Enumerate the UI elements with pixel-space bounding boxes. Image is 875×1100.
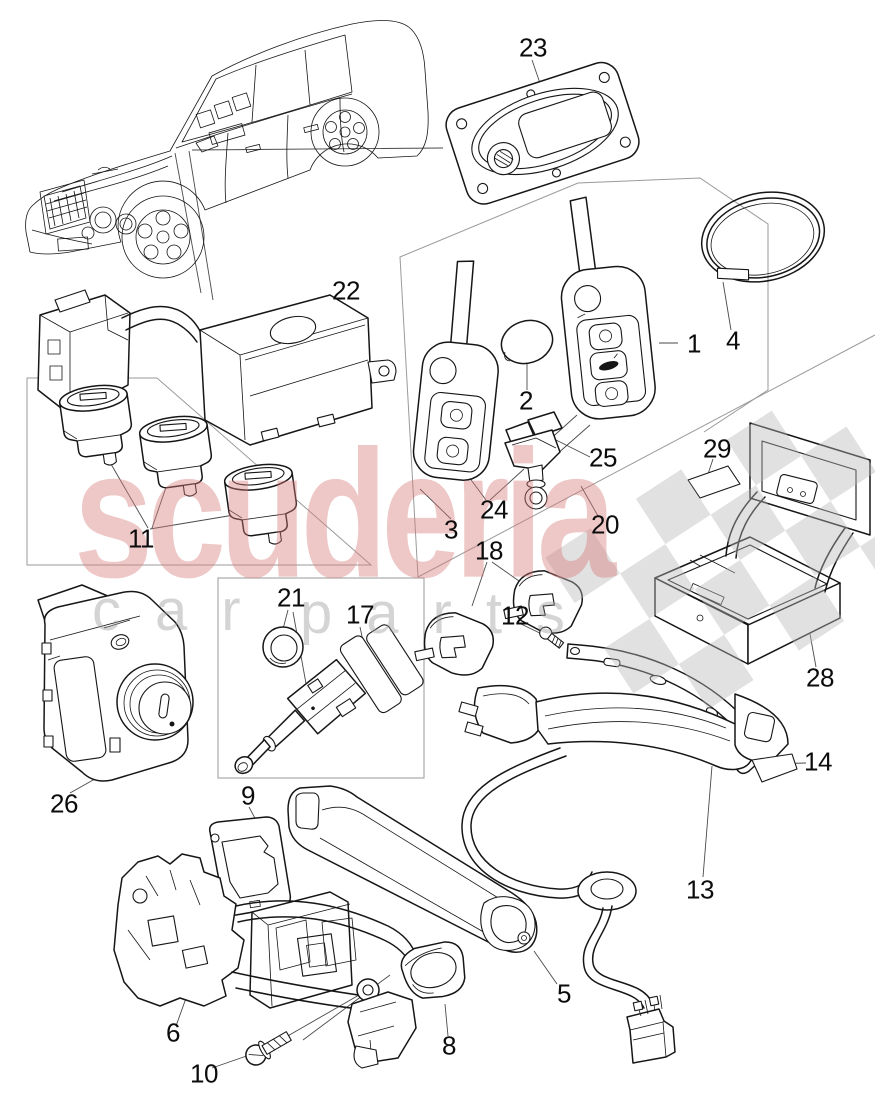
part-12-screw [539, 626, 565, 649]
part-18-end-caps [414, 570, 584, 676]
part-3-remote-key [412, 260, 499, 481]
watermark-brand-text: scuderia [74, 412, 617, 616]
part-26-lock-module [37, 584, 194, 782]
callout-21: 21 [277, 582, 305, 613]
callout-4: 4 [726, 325, 740, 356]
callout-28: 28 [806, 662, 834, 693]
part-1-remote-key [560, 196, 656, 420]
watermark-word-parts: parts [300, 581, 599, 646]
callout-18: 18 [475, 535, 503, 566]
callout-3: 3 [444, 514, 458, 545]
part-11-lock-cylinders [58, 384, 298, 545]
callout-23: 23 [519, 32, 547, 63]
callout-13: 13 [686, 874, 714, 905]
callout-25: 25 [589, 442, 617, 473]
callout-9: 9 [241, 780, 255, 811]
callout-22: 22 [332, 275, 360, 306]
part-17-lock-cylinder [234, 624, 424, 775]
callout-24: 24 [480, 494, 508, 525]
part-29-label-plate [687, 465, 741, 499]
part-24-clip-valve [504, 411, 563, 510]
callout-6: 6 [166, 1017, 180, 1048]
callout-8: 8 [442, 1030, 456, 1061]
part-9-gasket [208, 816, 292, 916]
part-23-lock-plate [445, 61, 640, 205]
part-10-screw [245, 1031, 292, 1066]
callout-26: 26 [50, 788, 78, 819]
callout-17: 17 [346, 599, 374, 630]
part-21-o-ring [262, 626, 304, 668]
car-illustration [25, 20, 429, 279]
callout-14: 14 [804, 746, 832, 777]
watermark-word-car: car [92, 578, 275, 643]
callout-1: 1 [687, 328, 701, 359]
callout-20: 20 [591, 509, 619, 540]
part-13-trim-cable [458, 684, 798, 1064]
part-4-key-ring [700, 191, 826, 283]
part-5-door-handle [287, 785, 538, 953]
part-8-seal [400, 941, 466, 999]
callout-11: 11 [128, 523, 155, 554]
part-2-battery [500, 319, 554, 365]
callout-29: 29 [703, 433, 731, 464]
part-28-presentation-box [654, 422, 871, 665]
callout-5: 5 [557, 978, 571, 1009]
callout-10: 10 [190, 1058, 218, 1089]
part-6-handle-carrier [113, 853, 418, 1069]
group-panels [26, 177, 875, 779]
checkered-flag-watermark [545, 410, 875, 710]
callout-12: 12 [501, 600, 529, 631]
brand-watermark: scuderia car parts [74, 412, 623, 646]
callout-2: 2 [519, 385, 533, 416]
